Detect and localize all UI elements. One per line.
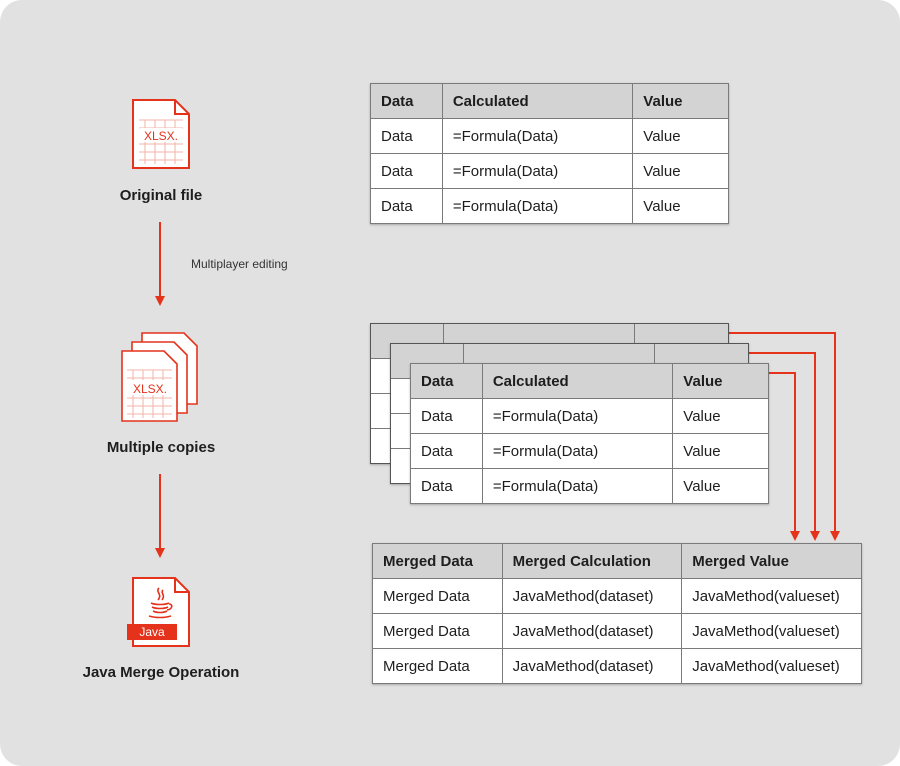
table-row: Data =Formula(Data) Value [370,118,729,154]
table-cell: Value [632,118,729,154]
column-header: Calculated [481,363,674,399]
xlsx-file-icon: XLSX. [132,99,190,169]
java-merge-operation-label: Java Merge Operation [82,664,240,681]
table-row: Data =Formula(Data) Value [370,188,729,224]
merge-connector-mid-v [814,352,816,532]
xlsx-copies-icon-label: XLSX. [133,382,167,396]
merge-connector-back-head [830,531,840,541]
table-row: Data =Formula(Data) Value [410,433,769,469]
flow-arrow-2 [159,474,161,550]
table-cell: Value [672,433,769,469]
table-cell: Merged Data [372,648,503,684]
table-cell: Merged Data [372,578,503,614]
table-cell: JavaMethod(dataset) [501,578,683,614]
multiple-xlsx-files-icon: XLSX. [121,332,198,422]
column-header: Value [632,83,729,119]
table-cell: =Formula(Data) [441,188,634,224]
table-cell: JavaMethod(dataset) [501,613,683,649]
table-cell: Value [632,188,729,224]
table-cell: =Formula(Data) [441,153,634,189]
table-row: Data =Formula(Data) Value [410,468,769,504]
column-header: Data [410,363,483,399]
merge-connector-front-head [790,531,800,541]
flow-arrow-1 [159,222,161,298]
copy-table-front: Data Calculated Value Data =Formula(Data… [410,363,769,504]
merge-connector-back-h [728,332,835,334]
table-cell: Data [370,153,443,189]
table-row: Merged Data JavaMethod(dataset) JavaMeth… [372,578,862,614]
table-cell: Merged Data [372,613,503,649]
multiplayer-editing-label: Multiplayer editing [191,257,288,271]
merge-connector-mid-head [810,531,820,541]
table-row: Data =Formula(Data) Value [370,153,729,189]
column-header: Merged Calculation [501,543,683,579]
flow-arrow-1-head [155,296,165,306]
java-badge-label: Java [139,625,165,639]
column-header: Merged Value [681,543,862,579]
column-header: Value [672,363,769,399]
table-header-row: Data Calculated Value [370,83,729,119]
table-cell: JavaMethod(valueset) [681,648,862,684]
table-row: Merged Data JavaMethod(dataset) JavaMeth… [372,613,862,649]
merge-connector-front-h [768,372,795,374]
multiple-copies-label: Multiple copies [106,439,216,456]
table-cell: JavaMethod(dataset) [501,648,683,684]
table-cell: Value [672,468,769,504]
table-cell: Data [370,188,443,224]
table-cell: Data [370,118,443,154]
merge-connector-back-v [834,332,836,532]
merge-connector-mid-h [748,352,815,354]
table-cell: =Formula(Data) [441,118,634,154]
table-row: Merged Data JavaMethod(dataset) JavaMeth… [372,648,862,684]
table-header-row: Merged Data Merged Calculation Merged Va… [372,543,862,579]
table-cell: JavaMethod(valueset) [681,578,862,614]
original-file-label: Original file [119,187,203,204]
column-header: Data [370,83,443,119]
table-cell: Data [410,468,483,504]
table-cell: Data [410,398,483,434]
table-cell: Value [672,398,769,434]
java-file-icon: Java [127,577,190,647]
table-header-row: Data Calculated Value [410,363,769,399]
table-cell: Data [410,433,483,469]
table-cell: JavaMethod(valueset) [681,613,862,649]
merged-table: Merged Data Merged Calculation Merged Va… [372,543,862,684]
merge-connector-front-v [794,372,796,532]
table-cell: =Formula(Data) [481,468,674,504]
source-table: Data Calculated Value Data =Formula(Data… [370,83,729,224]
xlsx-icon-label: XLSX. [144,129,178,143]
column-header: Merged Data [372,543,503,579]
table-cell: =Formula(Data) [481,433,674,469]
table-cell: =Formula(Data) [481,398,674,434]
column-header: Calculated [441,83,634,119]
table-cell: Value [632,153,729,189]
table-row: Data =Formula(Data) Value [410,398,769,434]
flow-arrow-2-head [155,548,165,558]
